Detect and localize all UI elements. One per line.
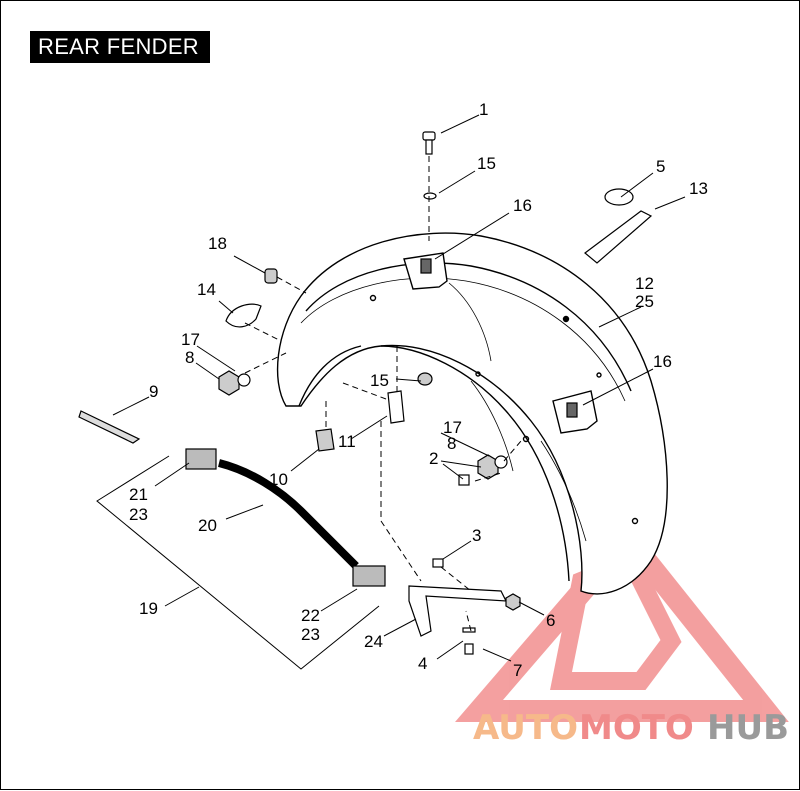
callout-2: 2 — [429, 449, 438, 468]
rear-fender — [276, 232, 668, 595]
callout-numbers: 1 2 3 4 5 6 7 8 8 9 10 11 12 25 13 14 15… — [129, 100, 708, 680]
watermark-text: AUTO MOTO HUB — [473, 708, 789, 748]
callout-22: 22 — [301, 606, 320, 625]
callout-24: 24 — [364, 632, 383, 651]
small-parts — [78, 131, 653, 655]
leader-lines — [96, 114, 686, 670]
callout-14: 14 — [197, 280, 216, 299]
callout-13: 13 — [689, 179, 708, 198]
callout-3: 3 — [472, 526, 481, 545]
callout-16a: 16 — [513, 196, 532, 215]
callout-23a: 23 — [129, 505, 148, 524]
callout-1: 1 — [479, 100, 488, 119]
callout-6: 6 — [546, 611, 555, 630]
callout-9: 9 — [149, 382, 158, 401]
watermark-part1: AUTO — [473, 708, 578, 748]
callout-10: 10 — [269, 470, 288, 489]
callout-8a: 8 — [185, 348, 194, 367]
callout-17b: 17 — [443, 418, 462, 437]
callout-16b: 16 — [653, 352, 672, 371]
callout-5: 5 — [656, 157, 665, 176]
callout-8b: 8 — [447, 434, 456, 453]
callout-20: 20 — [198, 516, 217, 535]
callout-11: 11 — [338, 432, 356, 451]
watermark-part3: HUB — [707, 708, 789, 748]
callout-18: 18 — [208, 234, 227, 253]
callout-12: 12 — [635, 274, 654, 293]
callout-15a: 15 — [477, 154, 496, 173]
callout-17a: 17 — [181, 330, 200, 349]
callout-25: 25 — [635, 292, 654, 311]
callout-15b: 15 — [370, 371, 389, 390]
diagram-title: REAR FENDER — [30, 31, 210, 63]
assembly-lines — [244, 156, 522, 632]
callout-4: 4 — [418, 654, 427, 673]
callout-19: 19 — [139, 599, 158, 618]
callout-7: 7 — [513, 661, 522, 680]
callout-23b: 23 — [301, 625, 320, 644]
callout-21: 21 — [129, 485, 148, 504]
watermark-part2: MOTO — [579, 708, 694, 748]
